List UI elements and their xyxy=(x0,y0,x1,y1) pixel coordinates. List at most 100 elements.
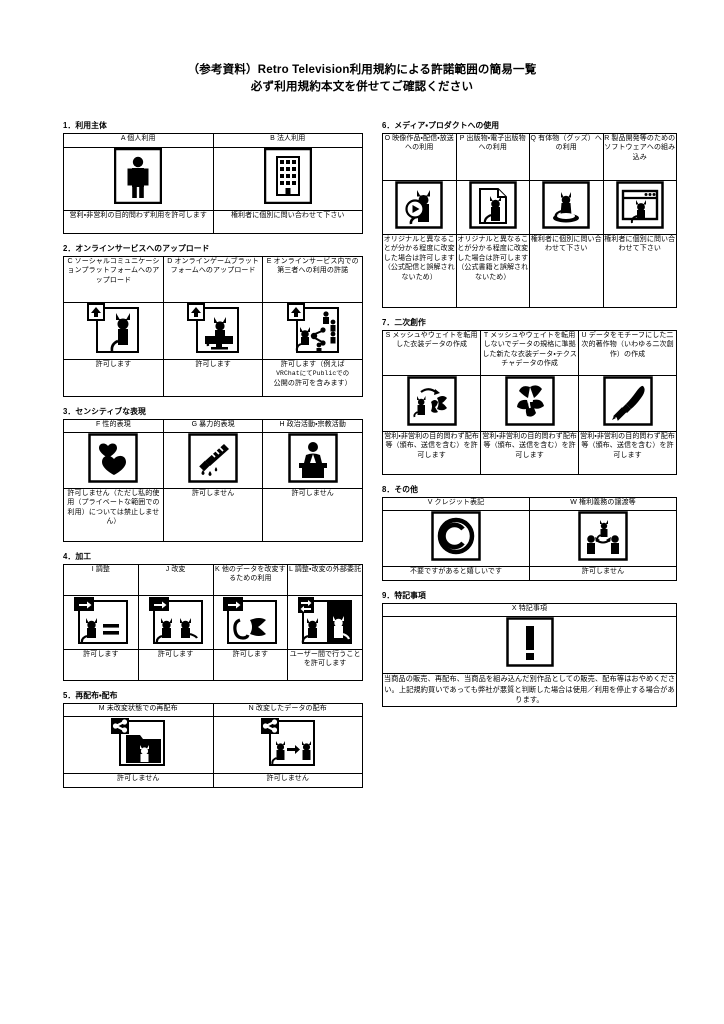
exclamation-icon xyxy=(505,617,554,667)
section-8-table: V クレジット表記 W 権利義務の譲渡等 xyxy=(382,497,677,581)
cell-header-T: T メッシュやウェイトを転用しないでデータの規格に準拠した新たな衣装データ・テク… xyxy=(480,330,580,376)
cat-play-button-icon xyxy=(395,181,443,229)
cell-icon-L xyxy=(287,595,363,650)
cat-to-cloth-icon xyxy=(406,376,457,426)
cell-icon-N xyxy=(212,716,363,774)
cell-desc-F: 許可しません（ただし私的使用（プライベートな範囲での利用）については禁止しません… xyxy=(63,488,164,542)
section-1: 1．利用主体 A 個人利用 B 法人利用 xyxy=(63,120,363,234)
cell-desc-E-pre: 許可します（例えば xyxy=(280,361,345,368)
cell-header-Q: Q 有体物（グッズ）への利用 xyxy=(529,133,604,181)
section-5-heading: 5．再配布・配布 xyxy=(63,691,118,700)
table-row-desc: 許可しません 許可しません xyxy=(63,773,363,788)
section-7-heading: 7．二次創作 xyxy=(382,318,426,327)
cell-desc-U: 営利・非営利の目的問わず配布等（頒布、送信を含む）を許可します xyxy=(578,431,677,475)
section-5-table: M 未改変状態での再配布 N 改変したデータの配布 xyxy=(63,703,363,788)
table-row-icons xyxy=(63,302,363,360)
section-2-heading: 2．オンラインサービスへのアップロード xyxy=(63,244,210,253)
cell-header-V: V クレジット表記 xyxy=(382,497,530,511)
cell-icon-A xyxy=(63,147,214,211)
cell-icon-I xyxy=(63,595,139,650)
cell-desc-W: 許可しません xyxy=(529,566,677,581)
copyright-icon xyxy=(431,511,481,561)
section-2-table: C ソーシャルコミュニケーションプラットフォームへのアップロード D オンライン… xyxy=(63,256,363,397)
cell-header-O: O 映像作品・配信・放送への利用 xyxy=(382,133,457,181)
page-title: （参考資料）Retro Television利用規約による許諾範囲の簡易一覧 必… xyxy=(0,62,724,96)
cloth-icon xyxy=(504,376,555,426)
cell-header-H: H 政治活動・宗教活動 xyxy=(262,419,363,433)
cell-header-C: C ソーシャルコミュニケーションプラットフォームへのアップロード xyxy=(63,256,164,303)
section-8-heading: 8．その他 xyxy=(382,485,419,494)
table-row-desc: 不要ですがあると嬉しいです 許可しません xyxy=(382,566,677,581)
section-3: 3．センシティブな表現 F 性的表現 G 暴力的表現 H 政治活動・宗教活動 xyxy=(63,406,363,542)
section-9: 9．特記事項 X 特記事項 xyxy=(382,590,677,707)
upload-cat-share-icon xyxy=(286,303,339,353)
table-row-header: A 個人利用 B 法人利用 xyxy=(63,133,363,148)
cell-desc-D: 許可します xyxy=(162,359,264,397)
cell-icon-R xyxy=(602,180,677,235)
upload-cat-person-icon xyxy=(87,303,140,353)
table-row-desc: 許可しません（ただし私的使用（プライベートな範囲での利用）については禁止しません… xyxy=(63,488,363,542)
cell-icon-J xyxy=(137,595,214,650)
cell-icon-V xyxy=(382,510,530,567)
table-row-header: F 性的表現 G 暴力的表現 H 政治活動・宗教活動 xyxy=(63,419,363,433)
cell-desc-N: 許可しません xyxy=(212,773,363,788)
cell-header-G: G 暴力的表現 xyxy=(162,419,264,433)
table-row-header: V クレジット表記 W 権利義務の譲渡等 xyxy=(382,497,677,511)
arrow-cat-other-icon xyxy=(222,596,278,644)
table-row-icons xyxy=(381,375,677,432)
cell-icon-U xyxy=(578,375,677,432)
section-2: 2．オンラインサービスへのアップロード C ソーシャルコミュニケーションプラット… xyxy=(63,243,363,397)
transfer-persons-icon xyxy=(578,511,628,561)
table-row-desc: 営利・非営利の目的問わず利用を許可します 権利者に個別に問い合わせて下さい xyxy=(63,210,363,234)
section-4: 4．加工 I 調整 J 改変 K 他のデータを改変するための利用 L 調整・改変… xyxy=(63,551,363,681)
cell-header-R: R 製品開発等のためのソフトウェアへの組み込み xyxy=(602,133,677,181)
cell-desc-T: 営利・非営利の目的問わず配布等（頒布、送信を含む）を許可します xyxy=(480,431,580,475)
title-line-1: （参考資料）Retro Television利用規約による許諾範囲の簡易一覧 xyxy=(187,64,537,76)
cell-icon-K xyxy=(212,595,289,650)
cell-header-B: B 法人利用 xyxy=(212,133,363,148)
cell-desc-X: 当商品の販売、再配布、当商品を組み込んだ別作品としての販売、配布等はおやめくださ… xyxy=(382,673,677,707)
share-modified-cat-icon xyxy=(260,717,316,767)
paintbrush-icon xyxy=(602,376,653,426)
cat-software-window-icon xyxy=(616,181,664,229)
table-row-icons xyxy=(382,616,677,674)
cell-desc-P: オリジナルと異なることが分かる程度に改変した場合は許可します（公式書籍と誤解され… xyxy=(455,234,530,308)
arrow-cat-equals-icon xyxy=(73,596,129,644)
cell-icon-X xyxy=(382,616,677,674)
cell-desc-A: 営利・非営利の目的問わず利用を許可します xyxy=(63,210,214,234)
section-9-table: X 特記事項 当商品の販売、再配布、当商品を組み込 xyxy=(382,603,677,707)
cell-header-S: S メッシュやウェイトを転用した衣装データの作成 xyxy=(381,330,482,376)
arrow-cat-cat-icon xyxy=(148,596,204,644)
exchange-two-cats-icon xyxy=(297,596,353,644)
cell-header-J: J 改変 xyxy=(137,564,214,596)
cell-desc-Q: 権利者に個別に問い合わせて下さい xyxy=(529,234,604,308)
section-6-heading: 6．メディア・プロダクトへの使用 xyxy=(382,121,500,130)
cell-desc-C: 許可します xyxy=(63,359,164,397)
section-3-table: F 性的表現 G 暴力的表現 H 政治活動・宗教活動 xyxy=(63,419,363,542)
section-1-table: A 個人利用 B 法人利用 xyxy=(63,133,363,234)
table-row-header: S メッシュやウェイトを転用した衣装データの作成 T メッシュやウェイトを転用し… xyxy=(381,330,677,376)
cell-desc-K: 許可します xyxy=(212,649,289,681)
table-row-icons xyxy=(382,180,677,235)
cat-figure-stand-icon xyxy=(542,181,590,229)
table-row-icons xyxy=(63,147,363,211)
cell-desc-S: 営利・非営利の目的問わず配布等（頒布、送信を含む）を許可します xyxy=(381,431,482,475)
cell-header-P: P 出版物・電子出版物への利用 xyxy=(455,133,530,181)
cell-icon-T xyxy=(480,375,580,432)
cell-icon-O xyxy=(382,180,457,235)
cell-icon-B xyxy=(212,147,363,211)
cell-icon-G xyxy=(162,432,264,489)
table-row-icons xyxy=(63,716,363,774)
section-7: 7．二次創作 S メッシュやウェイトを転用した衣装データの作成 T メッシュやウ… xyxy=(381,317,677,475)
section-1-heading: 1．利用主体 xyxy=(63,121,107,130)
table-row-desc: 営利・非営利の目的問わず配布等（頒布、送信を含む）を許可します 営利・非営利の目… xyxy=(381,431,677,475)
section-7-table: S メッシュやウェイトを転用した衣装データの作成 T メッシュやウェイトを転用し… xyxy=(381,330,677,475)
cell-icon-E xyxy=(262,302,363,360)
cell-header-I: I 調整 xyxy=(63,564,139,596)
table-row-desc: 当商品の販売、再配布、当商品を組み込んだ別作品としての販売、配布等はおやめくださ… xyxy=(382,673,677,707)
knife-blood-icon xyxy=(188,433,238,483)
cell-icon-C xyxy=(63,302,164,360)
section-9-heading: 9．特記事項 xyxy=(382,591,426,600)
building-icon xyxy=(263,148,312,204)
cell-header-X: X 特記事項 xyxy=(382,603,677,617)
